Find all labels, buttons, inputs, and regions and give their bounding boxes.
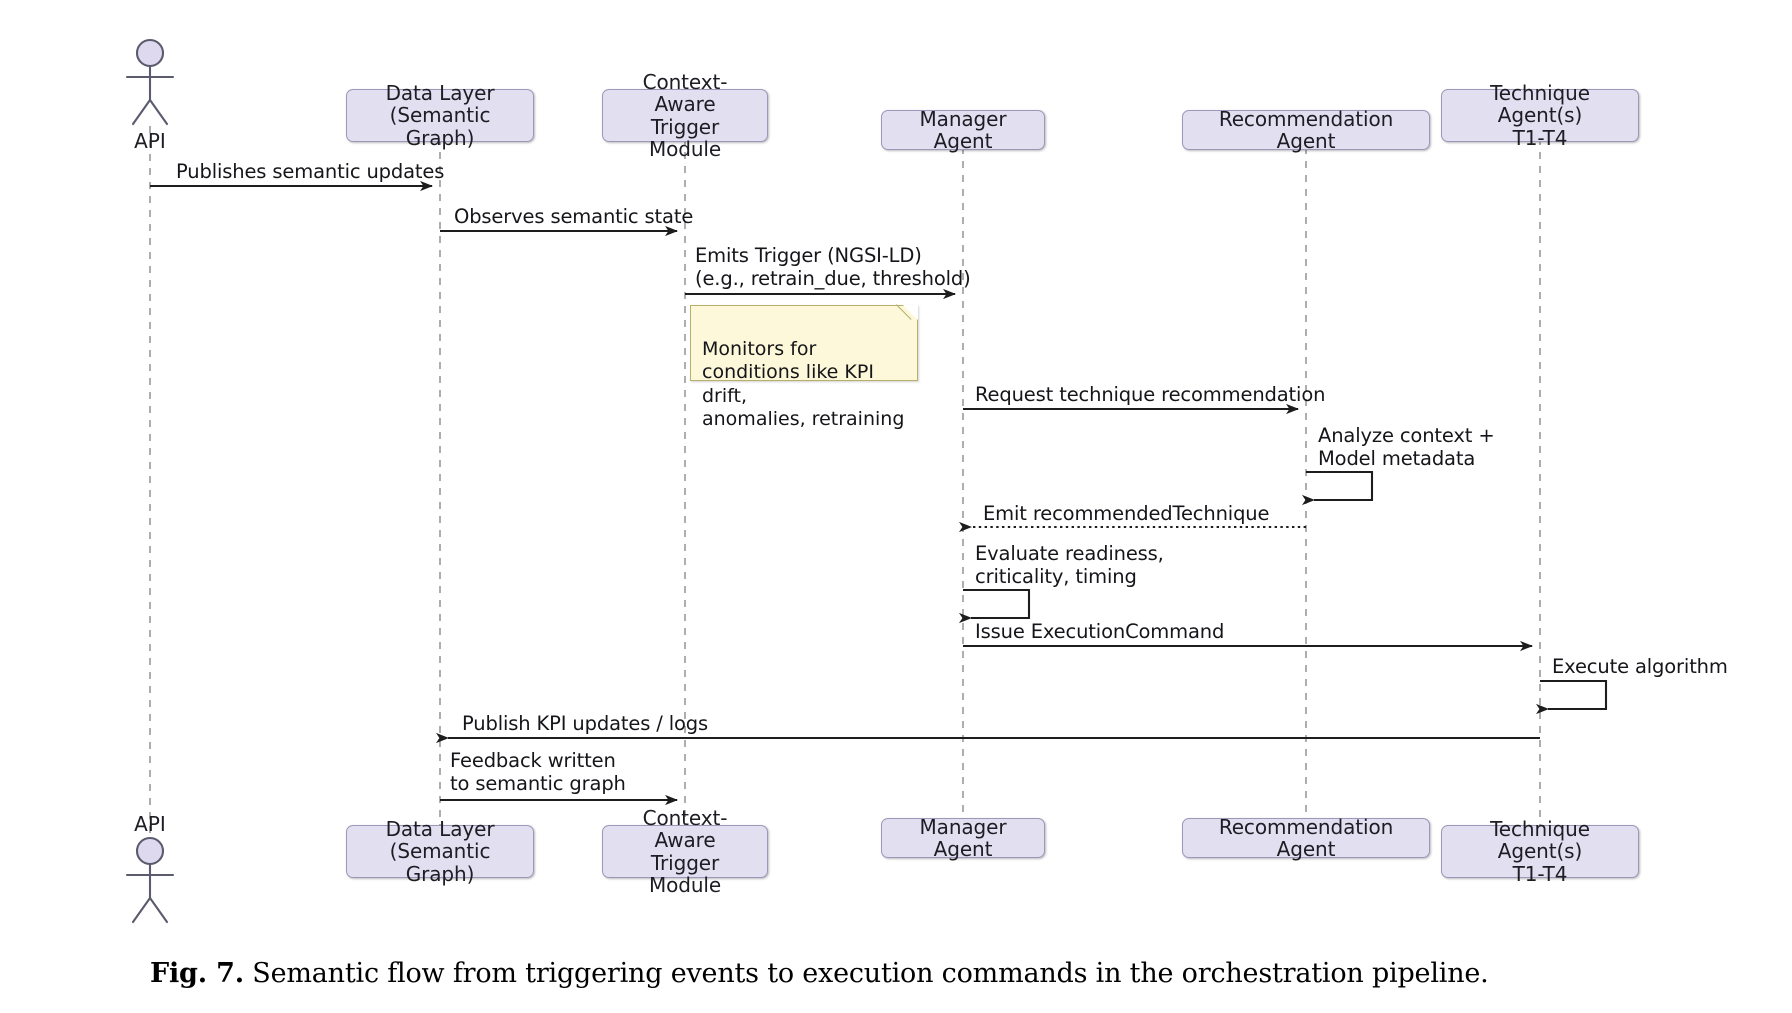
figure-caption: Fig. 7. Semantic flow from triggering ev… bbox=[150, 958, 1710, 989]
message-label-publish-kpi-updates: Publish KPI updates / logs bbox=[462, 712, 709, 735]
message-label-feedback-written: Feedback written to semantic graph bbox=[450, 749, 626, 795]
participant-trigger-module-bottom[interactable]: Context-Aware Trigger Module bbox=[602, 807, 768, 896]
note-monitors-for-conditions: Monitors for conditions like KPI drift, … bbox=[690, 289, 927, 430]
actor-api-top bbox=[125, 38, 175, 126]
message-label-evaluate-readiness: Evaluate readiness, criticality, timing bbox=[975, 542, 1164, 588]
participant-technique-agents-bottom[interactable]: Technique Agent(s) T1-T4 bbox=[1441, 818, 1639, 885]
participant-trigger-module-top[interactable]: Context-Aware Trigger Module bbox=[602, 71, 768, 160]
participant-manager-agent-top[interactable]: Manager Agent bbox=[881, 107, 1045, 152]
figure-caption-text: Semantic flow from triggering events to … bbox=[252, 958, 1489, 989]
actor-label-api-bottom: API bbox=[134, 812, 166, 836]
message-label-request-technique-recommendation: Request technique recommendation bbox=[975, 383, 1326, 406]
actor-api-bottom bbox=[125, 836, 175, 924]
arrow-execute-algorithm-self bbox=[1536, 679, 1608, 715]
participant-recommendation-agent-top[interactable]: Recommendation Agent bbox=[1182, 107, 1430, 152]
message-label-emit-recommended-technique: Emit recommendedTechnique bbox=[983, 502, 1270, 525]
participant-data-layer-top[interactable]: Data Layer (Semantic Graph) bbox=[346, 82, 534, 149]
participant-data-layer-bottom[interactable]: Data Layer (Semantic Graph) bbox=[346, 818, 534, 885]
note-text: Monitors for conditions like KPI drift, … bbox=[702, 338, 905, 430]
figure-number: Fig. 7. bbox=[150, 958, 244, 989]
message-label-publishes-semantic-updates: Publishes semantic updates bbox=[176, 160, 445, 183]
participant-recommendation-agent-bottom[interactable]: Recommendation Agent bbox=[1182, 815, 1430, 860]
message-label-analyze-context: Analyze context + Model metadata bbox=[1318, 424, 1495, 470]
note-fold-icon bbox=[903, 305, 918, 320]
actor-label-api-top: API bbox=[134, 129, 166, 153]
message-label-execute-algorithm: Execute algorithm bbox=[1552, 655, 1728, 678]
lifelines bbox=[149, 126, 1541, 838]
arrow-analyze-context-self bbox=[1302, 470, 1374, 506]
participant-manager-agent-bottom[interactable]: Manager Agent bbox=[881, 815, 1045, 860]
message-label-issue-execution-command: Issue ExecutionCommand bbox=[975, 620, 1225, 643]
message-label-observes-semantic-state: Observes semantic state bbox=[454, 205, 694, 228]
message-arrows bbox=[150, 180, 1608, 806]
participant-technique-agents-top[interactable]: Technique Agent(s) T1-T4 bbox=[1441, 82, 1639, 149]
arrow-evaluate-readiness-self bbox=[959, 588, 1031, 624]
message-label-emits-trigger: Emits Trigger (NGSI-LD) (e.g., retrain_d… bbox=[695, 244, 971, 290]
